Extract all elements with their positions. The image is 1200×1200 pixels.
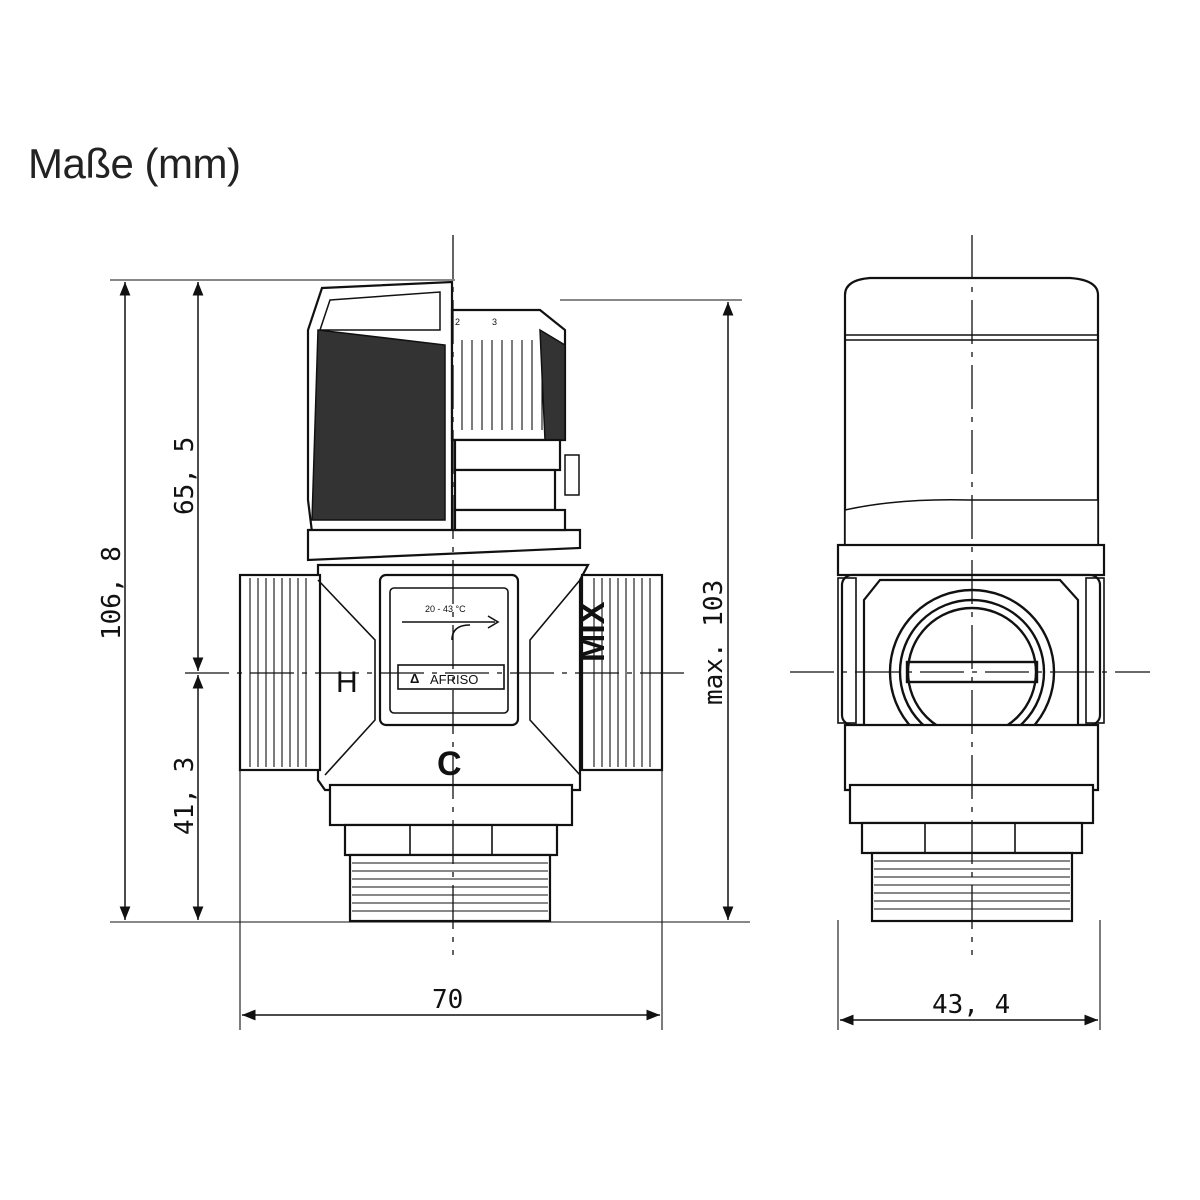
page-title: Maße (mm) [28,140,241,187]
knob-mark: 2 [455,317,460,327]
knob-mark: 3 [492,317,497,327]
dim-upper-height: 65, 5 [170,437,200,515]
port-hot-label: H [336,666,358,699]
front-view: 2 3 20 - 43 °C [185,235,688,955]
dim-width: 70 [432,985,463,1015]
side-view [790,235,1150,955]
dim-max-height: max. 103 [699,580,729,705]
dim-depth: 43, 4 [932,990,1010,1020]
dim-total-height: 106, 8 [97,546,127,640]
port-mix-label: MIX [574,601,612,662]
temp-range-label: 20 - 43 °C [425,604,466,614]
brand-logo-icon: Δ [410,671,419,686]
dimension-lines [110,279,1101,1030]
port-cold-label: C [437,745,462,783]
brand-label: AFRISO [430,672,478,687]
dim-lower-height: 41, 3 [170,757,200,835]
